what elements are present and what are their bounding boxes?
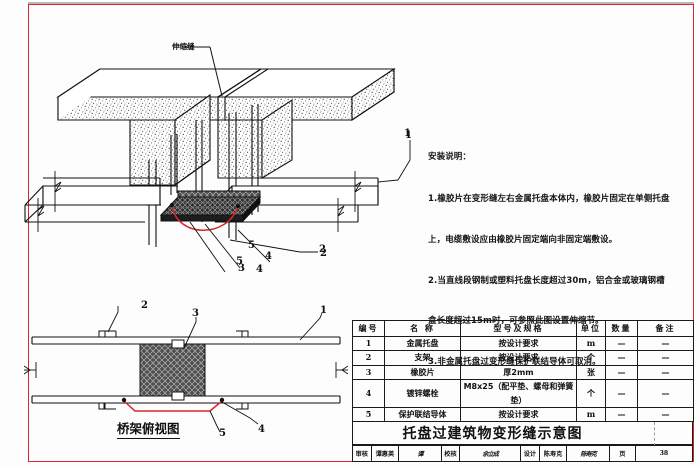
row-qty: — xyxy=(605,364,638,381)
svg-text:2: 2 xyxy=(320,248,327,259)
row-qty: — xyxy=(605,350,638,366)
check-signature: 余立成 xyxy=(460,446,522,461)
row-remark: — xyxy=(637,364,694,381)
table-row: 3 橡胶片 厚2mm 张 — — xyxy=(352,364,694,381)
row-name: 支架 xyxy=(384,350,461,366)
notes-heading: 安装说明： xyxy=(428,152,472,163)
header-name: 名 称 xyxy=(384,320,461,337)
top-callout-1: 1 xyxy=(405,130,412,141)
row-name: 保护联结导体 xyxy=(384,407,461,423)
row-name: 橡胶片 xyxy=(384,364,461,381)
note-line-2: 上，电缆敷设应由橡胶片固定端向非固定端敷设。 xyxy=(428,234,618,245)
row-unit: 个 xyxy=(576,350,606,366)
note-line-3: 2.当直线段钢制或塑料托盘长度超过30m，铝合金或玻璃钢槽 xyxy=(428,275,665,286)
row-unit: m xyxy=(576,335,606,352)
row-qty: — xyxy=(605,379,638,409)
title-right-block xyxy=(632,421,693,446)
row-qty: — xyxy=(605,335,638,352)
table-row: 4 镀锌螺栓 M8x25（配平垫、螺母和弹簧垫） 个 — — xyxy=(352,379,694,409)
row-remark: — xyxy=(637,335,694,352)
review-label: 审核 xyxy=(353,446,372,461)
bill-of-materials-table: 编号 名 称 型号及规格 单位 数量 备注 1 金属托盘 按设计要求 m — — xyxy=(352,320,694,462)
review-signature: 谭 xyxy=(399,446,442,461)
row-no: 3 xyxy=(352,364,385,381)
plan-callout-5: 5 xyxy=(219,428,226,439)
table-row: 5 保护联结导体 按设计要求 m — — xyxy=(352,407,694,423)
header-spec: 型号及规格 xyxy=(460,320,577,337)
row-no: 5 xyxy=(352,407,385,423)
row-remark: — xyxy=(637,379,694,409)
plan-callout-3: 3 xyxy=(192,308,199,319)
row-spec: 按设计要求 xyxy=(460,407,577,423)
check-label: 校核 xyxy=(442,446,461,461)
review-name: 谭惠英 xyxy=(372,446,400,461)
plan-callout-4: 4 xyxy=(258,424,265,435)
design-label: 设计 xyxy=(521,446,540,461)
top-callout-4: 4 xyxy=(265,251,272,262)
row-name: 金属托盘 xyxy=(384,335,461,352)
design-signature: 陈寿克 xyxy=(567,446,610,461)
top-callout-5: 5 xyxy=(248,240,255,251)
expansion-joint-label: 伸缩缝 xyxy=(172,42,195,51)
note-line-1: 1.橡胶片在变形缝左右金属托盘本体内，橡胶片固定在单侧托盘 xyxy=(428,193,670,204)
title-block-divider xyxy=(654,422,655,446)
plan-callout-2: 2 xyxy=(141,300,148,311)
row-unit: 张 xyxy=(576,364,606,381)
table-header-row: 编号 名 称 型号及规格 单位 数量 备注 xyxy=(352,320,694,337)
row-spec: 按设计要求 xyxy=(460,335,577,352)
table-row: 2 支架 按设计要求 个 — — xyxy=(352,350,694,366)
row-unit: m xyxy=(576,407,606,423)
sheet-top-edge xyxy=(28,2,694,5)
svg-text:4: 4 xyxy=(256,264,263,275)
top-callout-3: 3 xyxy=(238,263,245,274)
svg-text:1: 1 xyxy=(404,128,411,139)
page-number: 38 xyxy=(659,450,669,457)
header-qty: 数量 xyxy=(605,320,638,337)
row-no: 1 xyxy=(352,335,385,352)
row-spec: 按设计要求 xyxy=(460,350,577,366)
header-no: 编号 xyxy=(352,320,385,337)
plan-callout-1: 1 xyxy=(320,305,327,316)
row-name: 镀锌螺栓 xyxy=(384,379,461,409)
table-row: 1 金属托盘 按设计要求 m — — xyxy=(352,335,694,352)
header-unit: 单位 xyxy=(576,320,606,337)
top-callout-2: 2 xyxy=(319,244,326,255)
row-unit: 个 xyxy=(576,379,606,409)
row-spec: 厚2mm xyxy=(460,364,577,381)
page-label: 页 xyxy=(610,446,636,461)
header-remark: 备注 xyxy=(637,320,694,337)
design-name: 陈寿克 xyxy=(540,446,568,461)
row-qty: — xyxy=(605,407,638,423)
svg-text:5: 5 xyxy=(236,256,243,267)
row-remark: — xyxy=(637,407,694,423)
row-remark: — xyxy=(637,350,694,366)
row-spec: M8x25（配平垫、螺母和弹簧垫） xyxy=(460,379,577,409)
drawing-title: 托盘过建筑物变形缝示意图 xyxy=(352,421,632,445)
plan-view-title: 桥架俯视图 xyxy=(117,418,180,439)
signature-row: 审核 谭惠英 谭 校核 余立成 设计 陈寿克 陈寿克 页 38 xyxy=(352,445,693,462)
row-no: 4 xyxy=(352,379,385,409)
row-no: 2 xyxy=(352,350,385,366)
